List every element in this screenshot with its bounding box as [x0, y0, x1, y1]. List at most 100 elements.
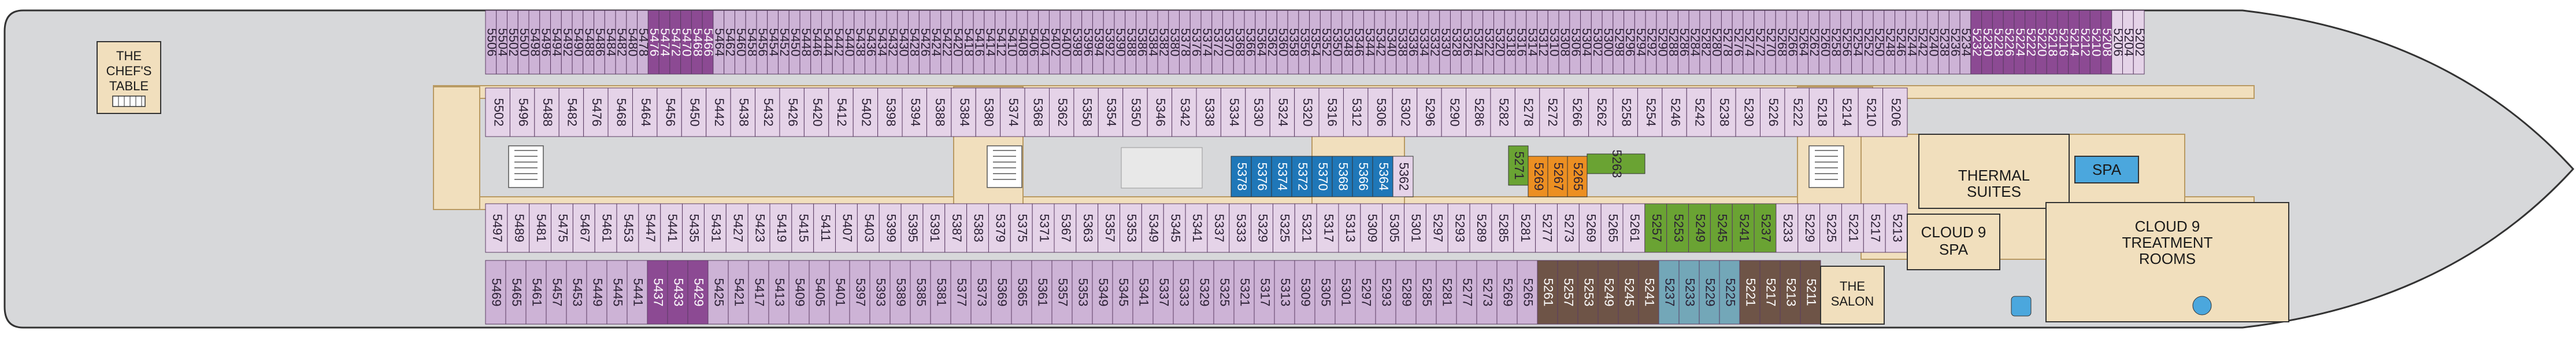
cabin-5325[interactable] [1272, 203, 1295, 253]
cabin-5261[interactable] [1622, 203, 1645, 253]
cabin-5383[interactable] [966, 203, 989, 253]
cabin-5411[interactable] [813, 203, 836, 253]
cabin-5420[interactable] [803, 87, 829, 137]
cabin-5271[interactable] [1508, 145, 1529, 186]
cabin-5368[interactable] [1024, 87, 1050, 137]
cabin-5398[interactable] [877, 87, 903, 137]
cabin-5225[interactable] [1719, 260, 1740, 325]
cabin-5301[interactable] [1335, 260, 1356, 325]
cabin-5368[interactable] [1332, 156, 1353, 197]
cabin-5273[interactable] [1476, 260, 1498, 325]
cabin-5372[interactable] [1291, 156, 1313, 197]
cabin-5266[interactable] [1563, 87, 1589, 137]
cabin-5253[interactable] [1577, 260, 1599, 325]
cabin-5388[interactable] [926, 87, 952, 137]
cabin-5309[interactable] [1360, 203, 1383, 253]
cabin-5285[interactable] [1491, 203, 1514, 253]
cabin-5407[interactable] [835, 203, 858, 253]
cabin-5289[interactable] [1469, 203, 1492, 253]
cabin-5378[interactable] [1230, 156, 1252, 197]
cabin-5313[interactable] [1274, 260, 1295, 325]
cabin-5217[interactable] [1759, 260, 1781, 325]
cabin-5285[interactable] [1415, 260, 1437, 325]
cabin-5305[interactable] [1314, 260, 1336, 325]
cabin-5371[interactable] [1032, 203, 1055, 253]
spa-pool[interactable]: SPA [2074, 156, 2139, 183]
cabin-5213[interactable] [1885, 203, 1908, 253]
cabin-5333[interactable] [1173, 260, 1194, 325]
cabin-5442[interactable] [706, 87, 731, 137]
cabin-5358[interactable] [1073, 87, 1099, 137]
cabin-5438[interactable] [730, 87, 756, 137]
cabin-5265[interactable] [1567, 156, 1588, 197]
cabin-5374[interactable] [1000, 87, 1025, 137]
cabin-5277[interactable] [1535, 203, 1558, 253]
cabin-5375[interactable] [1010, 203, 1033, 253]
cabin-5361[interactable] [1031, 260, 1052, 325]
cabin-5237[interactable] [1658, 260, 1680, 325]
cabin-5229[interactable] [1797, 203, 1821, 253]
cabin-5456[interactable] [657, 87, 682, 137]
cabin-5384[interactable] [951, 87, 976, 137]
cabin-5426[interactable] [779, 87, 805, 137]
cabin-5413[interactable] [768, 260, 790, 325]
cabin-5257[interactable] [1557, 260, 1578, 325]
cabin-5363[interactable] [1076, 203, 1099, 253]
cabin-5233[interactable] [1776, 203, 1799, 253]
cabin-5465[interactable] [505, 260, 527, 325]
cabin-5334[interactable] [1220, 87, 1246, 137]
cabin-5242[interactable] [1686, 87, 1712, 137]
cabin-5293[interactable] [1375, 260, 1396, 325]
cabin-5345[interactable] [1112, 260, 1133, 325]
cabin-5502[interactable] [485, 87, 510, 137]
cabin-5317[interactable] [1316, 203, 1339, 253]
cabin-5441[interactable] [627, 260, 648, 325]
cabin-5249[interactable] [1598, 260, 1619, 325]
cabin-5401[interactable] [829, 260, 850, 325]
cabin-5218[interactable] [1808, 87, 1834, 137]
cabin-5370[interactable] [1311, 156, 1333, 197]
cabin-5338[interactable] [1196, 87, 1221, 137]
cabin-5230[interactable] [1735, 87, 1761, 137]
cabin-5317[interactable] [1254, 260, 1275, 325]
cabin-5214[interactable] [1833, 87, 1859, 137]
cabin-5217[interactable] [1863, 203, 1886, 253]
cabin-5353[interactable] [1120, 203, 1142, 253]
cabin-5254[interactable] [1637, 87, 1663, 137]
cabin-5281[interactable] [1513, 203, 1536, 253]
cabin-5445[interactable] [606, 260, 628, 325]
cabin-5350[interactable] [1122, 87, 1148, 137]
cabin-5329[interactable] [1193, 260, 1214, 325]
cabin-5265[interactable] [1600, 203, 1624, 253]
thermal-suites[interactable]: THERMAL SUITES [1918, 134, 2070, 209]
cabin-5476[interactable] [583, 87, 609, 137]
treatment-rooms[interactable]: CLOUD 9 TREATMENT ROOMS [2045, 202, 2289, 322]
cabin-5257[interactable] [1644, 203, 1667, 253]
cabin-5321[interactable] [1294, 203, 1317, 253]
cabin-5269[interactable] [1496, 260, 1518, 325]
chefs-table[interactable]: THE CHEF'S TABLE [97, 41, 161, 114]
cabin-5262[interactable] [1588, 87, 1614, 137]
cabin-5302[interactable] [1392, 87, 1418, 137]
cabin-5481[interactable] [529, 203, 552, 253]
cabin-5258[interactable] [1613, 87, 1638, 137]
cabin-5221[interactable] [1739, 260, 1760, 325]
cabin-5278[interactable] [1514, 87, 1540, 137]
cabin-5482[interactable] [558, 87, 584, 137]
cabin-5269[interactable] [1578, 203, 1602, 253]
cabin-5357[interactable] [1098, 203, 1121, 253]
cabin-5305[interactable] [1382, 203, 1405, 253]
cabin-5337[interactable] [1207, 203, 1230, 253]
cabin-5376[interactable] [1251, 156, 1272, 197]
cabin-5364[interactable] [1372, 156, 1393, 197]
cabin-5261[interactable] [1537, 260, 1558, 325]
cabin-5225[interactable] [1819, 203, 1842, 253]
salon[interactable]: THE SALON [1820, 266, 1885, 325]
cabin-5379[interactable] [988, 203, 1011, 253]
cabin-5435[interactable] [682, 203, 705, 253]
cabin-5269[interactable] [1528, 156, 1548, 197]
cabin-5229[interactable] [1699, 260, 1720, 325]
cabin-5380[interactable] [975, 87, 1001, 137]
cabin-5281[interactable] [1436, 260, 1457, 325]
cabin-5312[interactable] [1343, 87, 1369, 137]
